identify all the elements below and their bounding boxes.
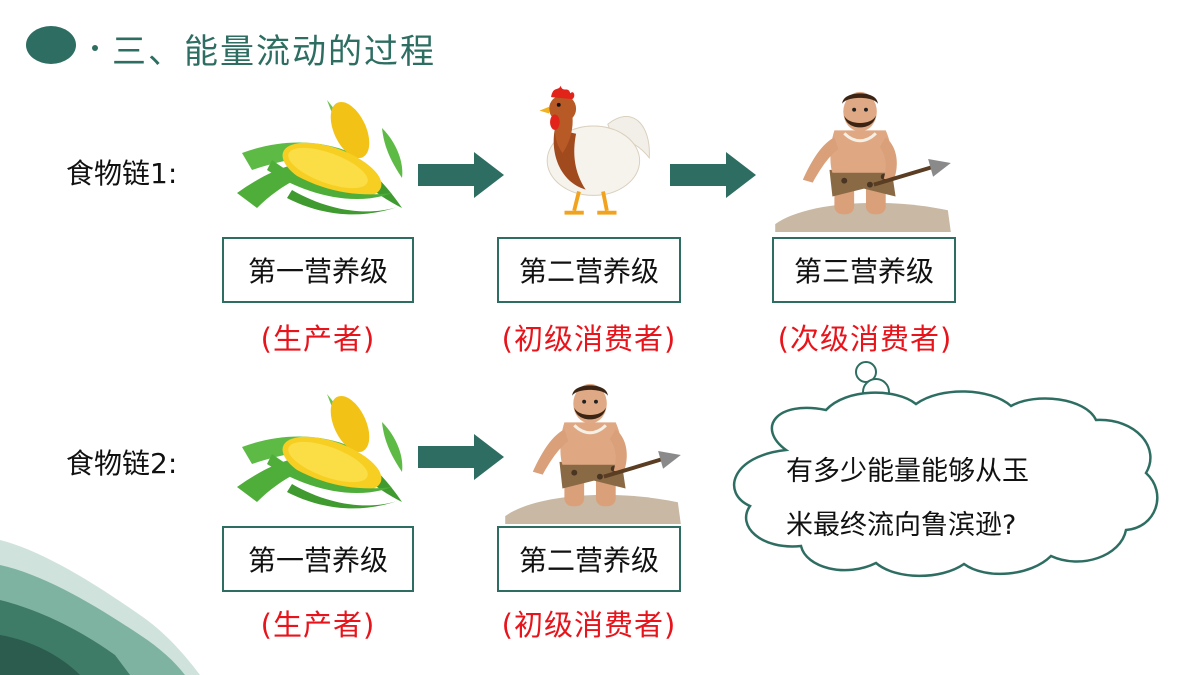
title-bar: 三、能量流动的过程 xyxy=(92,26,436,72)
thought-line-2: 米最终流向鲁滨逊? xyxy=(786,510,1017,541)
corn-icon xyxy=(237,98,403,215)
thought-line-1: 有多少能量能够从玉 xyxy=(786,456,1029,487)
level-box-3: 第三营养级 xyxy=(772,237,956,303)
chain1-label: 食物链1: xyxy=(66,157,178,190)
caveman-icon xyxy=(774,89,953,232)
caveman-icon xyxy=(504,381,683,524)
role-primary-consumer: (初级消费者) xyxy=(501,322,677,356)
level-box-2: 第二营养级 xyxy=(497,526,681,592)
role-primary-consumer: (初级消费者) xyxy=(501,608,677,642)
level-box-2: 第二营养级 xyxy=(497,237,681,303)
role-producer: (生产者) xyxy=(260,322,376,356)
header-circle xyxy=(26,26,76,64)
chain2-label: 食物链2: xyxy=(66,447,178,480)
level-box-1: 第一营养级 xyxy=(222,526,414,592)
arrow-right-icon xyxy=(670,152,756,198)
thought-text: 有多少能量能够从玉 米最终流向鲁滨逊? xyxy=(786,445,1086,553)
page-title: 三、能量流动的过程 xyxy=(112,31,436,72)
arrow-right-icon xyxy=(418,152,504,198)
thought-cloud xyxy=(732,361,1159,578)
role-secondary-consumer: (次级消费者) xyxy=(777,322,953,356)
role-producer: (生产者) xyxy=(260,608,376,642)
chicken-icon xyxy=(537,83,652,215)
decorative-landscape xyxy=(0,540,200,675)
title-bullet xyxy=(92,45,98,51)
arrow-right-icon xyxy=(418,434,504,480)
corn-icon xyxy=(237,392,403,509)
level-box-1: 第一营养级 xyxy=(222,237,414,303)
